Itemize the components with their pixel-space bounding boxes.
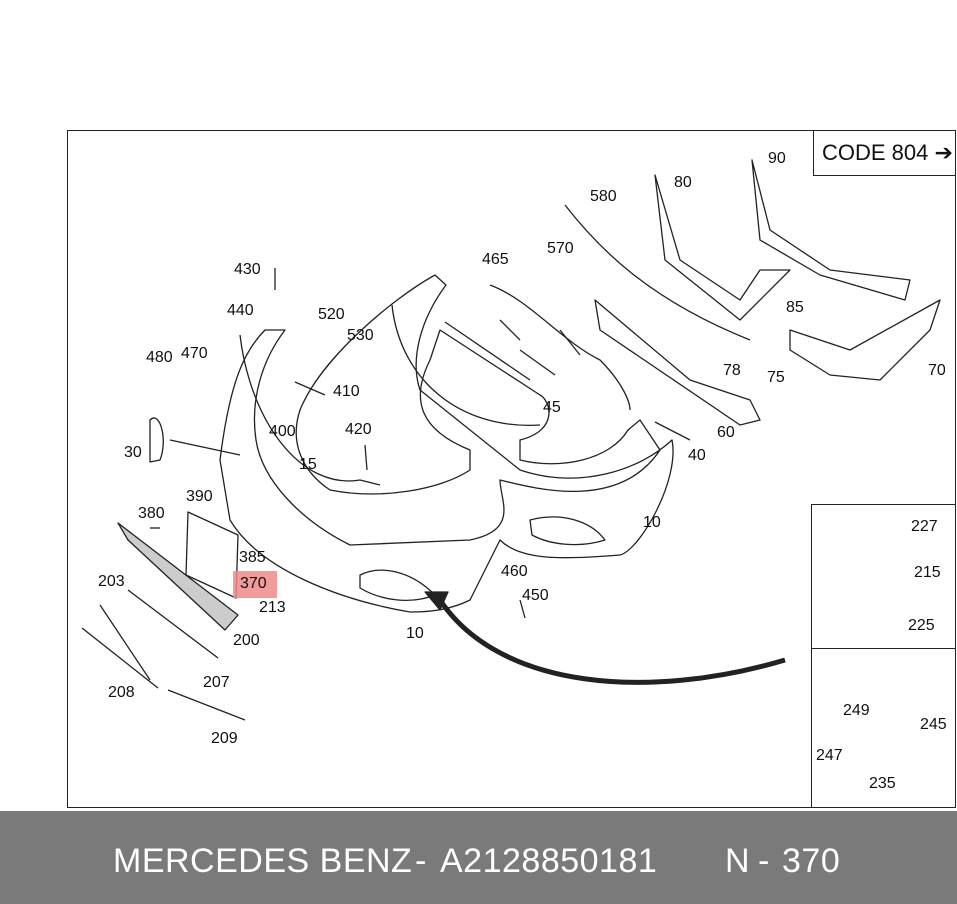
part-label[interactable]: 10 bbox=[643, 514, 661, 531]
part-label[interactable]: 400 bbox=[269, 423, 296, 440]
diagram-frame bbox=[67, 130, 956, 808]
part-label[interactable]: 200 bbox=[233, 632, 260, 649]
part-label[interactable]: 70 bbox=[928, 362, 946, 379]
part-label[interactable]: 225 bbox=[908, 617, 935, 634]
part-label[interactable]: 390 bbox=[186, 488, 213, 505]
part-label[interactable]: 208 bbox=[108, 684, 135, 701]
callout-arrow bbox=[437, 598, 786, 685]
part-label[interactable]: 460 bbox=[501, 563, 528, 580]
part-label[interactable]: 235 bbox=[869, 775, 896, 792]
part-label[interactable]: 380 bbox=[138, 505, 165, 522]
part-label[interactable]: 10 bbox=[406, 625, 424, 642]
impact-absorber bbox=[751, 159, 911, 301]
part-label[interactable]: 213 bbox=[259, 599, 286, 616]
wiring-harness bbox=[489, 284, 631, 411]
part-label[interactable]: 203 bbox=[98, 573, 125, 590]
part-label[interactable]: 245 bbox=[920, 716, 947, 733]
highlighted-part-marker[interactable] bbox=[233, 571, 277, 598]
separator: - bbox=[758, 842, 770, 880]
mounting-rail bbox=[594, 299, 761, 426]
part-label[interactable]: 85 bbox=[786, 299, 804, 316]
part-label[interactable]: 470 bbox=[181, 345, 208, 362]
part-label[interactable]: 60 bbox=[717, 424, 735, 441]
part-label[interactable]: 580 bbox=[590, 188, 617, 205]
part-label[interactable]: 440 bbox=[227, 302, 254, 319]
part-label[interactable]: 80 bbox=[674, 174, 692, 191]
part-label[interactable]: 247 bbox=[816, 747, 843, 764]
part-label[interactable]: 215 bbox=[914, 564, 941, 581]
part-label[interactable]: 520 bbox=[318, 306, 345, 323]
part-label[interactable]: 207 bbox=[203, 674, 230, 691]
part-label[interactable]: 40 bbox=[688, 447, 706, 464]
ref-number: 370 bbox=[782, 842, 841, 880]
part-label[interactable]: 570 bbox=[547, 240, 574, 257]
part-number: A2128850181 bbox=[440, 842, 658, 880]
part-label[interactable]: 465 bbox=[482, 251, 509, 268]
part-label[interactable]: 78 bbox=[723, 362, 741, 379]
part-label[interactable]: 420 bbox=[345, 421, 372, 438]
bumper-cover bbox=[219, 274, 674, 613]
part-label[interactable]: 385 bbox=[239, 549, 266, 566]
part-label[interactable]: 530 bbox=[347, 327, 374, 344]
inset-vent bbox=[811, 648, 956, 808]
arrow-right-icon: ➔ bbox=[934, 140, 953, 165]
bracket-right bbox=[789, 299, 941, 381]
part-label[interactable]: 45 bbox=[543, 399, 561, 416]
license-plate-bracket bbox=[185, 511, 239, 599]
separator: - bbox=[415, 842, 427, 880]
part-label[interactable]: 90 bbox=[768, 150, 786, 167]
part-label[interactable]: 450 bbox=[522, 587, 549, 604]
code-804-box: CODE 804 ➔ bbox=[813, 130, 956, 176]
inset-fog-lamp bbox=[811, 504, 956, 649]
part-label-highlighted[interactable]: 370 bbox=[240, 575, 267, 592]
part-label[interactable]: 75 bbox=[767, 369, 785, 386]
part-label[interactable]: 15 bbox=[299, 456, 317, 473]
footer-bar: MERCEDES BENZ - A2128850181 N - 370 bbox=[0, 811, 957, 904]
part-label[interactable]: 410 bbox=[333, 383, 360, 400]
part-label[interactable]: 249 bbox=[843, 702, 870, 719]
part-label[interactable]: 480 bbox=[146, 349, 173, 366]
part-label[interactable]: 227 bbox=[911, 518, 938, 535]
code-label: CODE 804 bbox=[822, 140, 929, 165]
part-label[interactable]: 430 bbox=[234, 261, 261, 278]
part-label[interactable]: 30 bbox=[124, 444, 142, 461]
ref-prefix: N bbox=[725, 842, 751, 880]
brand-name: MERCEDES BENZ bbox=[113, 842, 413, 880]
crossmember bbox=[654, 174, 791, 321]
part-label[interactable]: 209 bbox=[211, 730, 238, 747]
lower-grille bbox=[117, 522, 239, 631]
